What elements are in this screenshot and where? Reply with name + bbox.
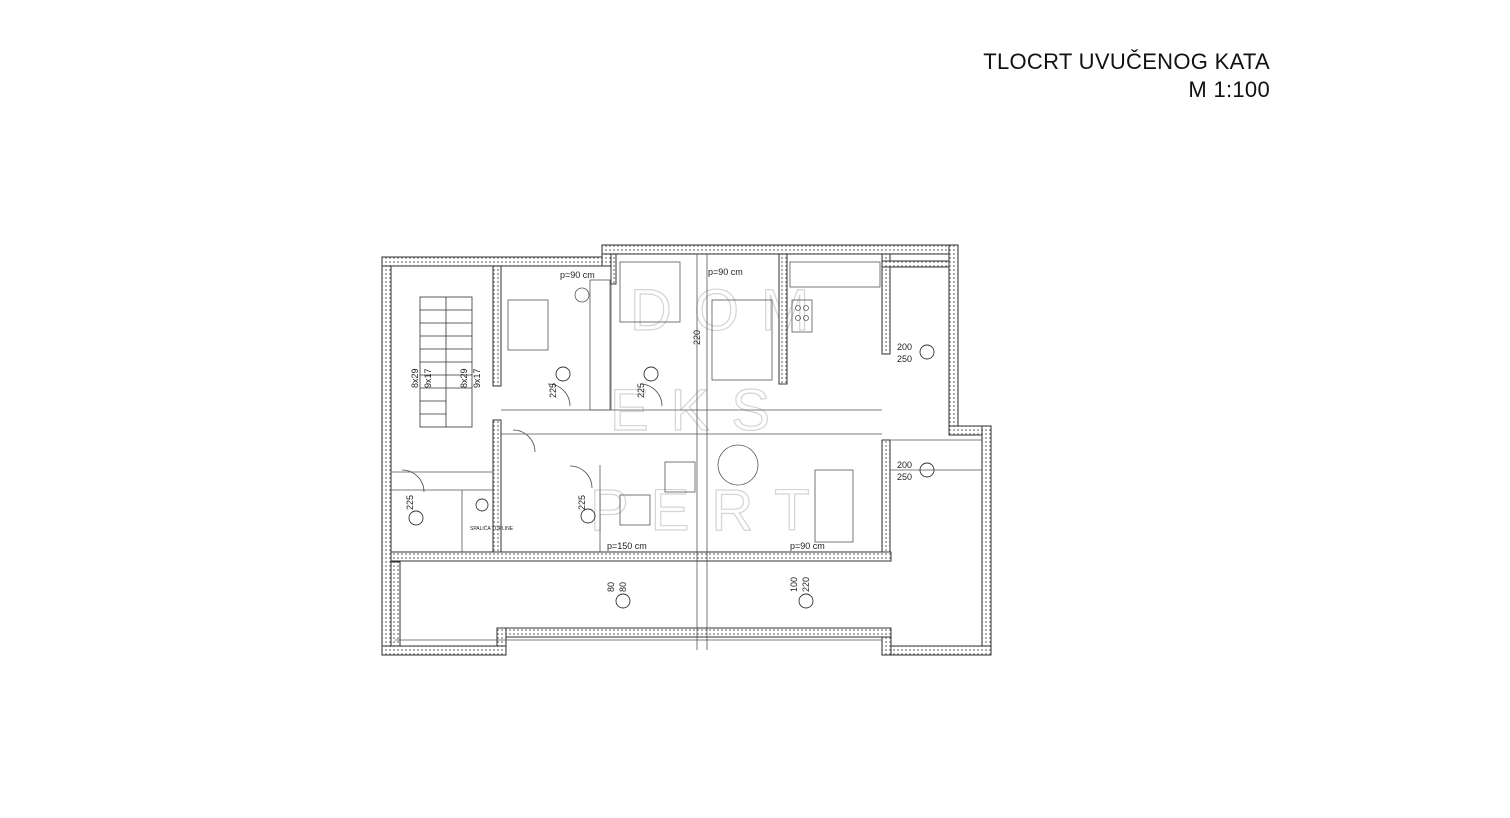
- furniture: [401, 261, 881, 543]
- round-table: [717, 444, 759, 486]
- door-swing-1: [512, 429, 536, 453]
- stair-label-b: 9x17: [423, 368, 433, 388]
- drawing-title: TLOCRT UVUČENOG KATA M 1:100: [983, 48, 1270, 104]
- door-swing-4: [569, 465, 593, 489]
- opening-p4: p=90 cm: [790, 541, 825, 551]
- room-dimension: 220: [692, 330, 702, 345]
- storage-label: SPALIĆA TOPLINE: [470, 525, 514, 532]
- watermark-line-2: EKS: [610, 378, 792, 443]
- window-2-width: 200: [897, 460, 912, 470]
- opening-p1: p=90 cm: [560, 270, 595, 280]
- stair-label-c: 8x29: [459, 368, 469, 388]
- window-1-height: 250: [897, 354, 912, 364]
- door-swing-2: [547, 383, 571, 407]
- watermark: DOM EKS PERT: [589, 277, 832, 543]
- terrace-door-1-height: 80: [618, 582, 628, 592]
- stove-icon: [791, 299, 813, 333]
- door-4-height: 225: [577, 495, 587, 510]
- opening-markers: [408, 344, 935, 609]
- wardrobe: [589, 279, 611, 411]
- door-1-height: 225: [548, 383, 558, 398]
- watermark-line-1: DOM: [630, 278, 831, 343]
- toilet-icon: [574, 287, 590, 303]
- desk: [619, 494, 651, 526]
- stair-label-d: 9x17: [472, 368, 482, 388]
- outer-walls: [381, 244, 992, 656]
- door-swing-3: [639, 383, 663, 407]
- terrace-door-2-height: 220: [801, 577, 811, 592]
- kitchen-counter: [789, 261, 881, 288]
- partitions: [391, 254, 982, 650]
- watermark-line-3: PERT: [590, 478, 832, 543]
- terrace-door-1-width: 80: [606, 582, 616, 592]
- armchair: [664, 461, 696, 493]
- title-line-1: TLOCRT UVUČENOG KATA: [983, 49, 1270, 74]
- opening-p2: p=90 cm: [708, 267, 743, 277]
- scale-label: M 1:100: [1188, 77, 1270, 102]
- bed-right: [711, 299, 773, 381]
- inner-walls: [390, 253, 950, 562]
- stair-label-a: 8x29: [410, 368, 420, 388]
- bed-left: [507, 299, 549, 351]
- door-3-height: 225: [405, 495, 415, 510]
- shower-icon: [619, 261, 681, 323]
- window-1-width: 200: [897, 342, 912, 352]
- terrace-door-2-width: 100: [789, 577, 799, 592]
- door-2-height: 225: [636, 383, 646, 398]
- staircase: [419, 296, 473, 428]
- opening-p3: p=150 cm: [607, 541, 647, 551]
- window-2-height: 250: [897, 472, 912, 482]
- door-swing-5: [401, 469, 425, 493]
- dining-table: [814, 469, 854, 543]
